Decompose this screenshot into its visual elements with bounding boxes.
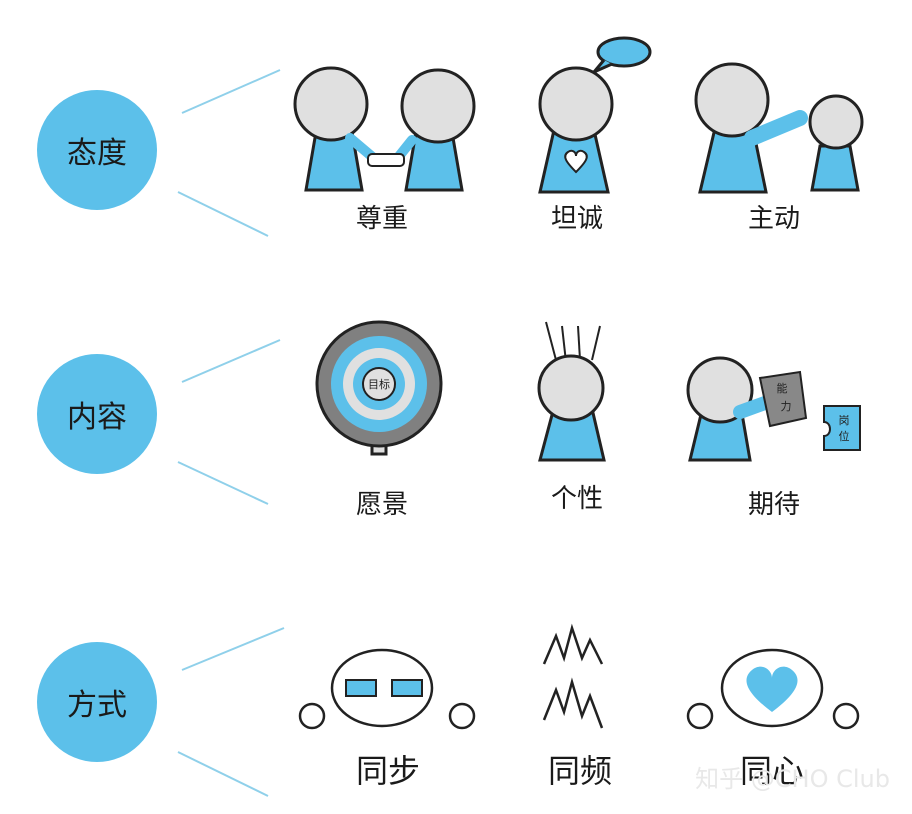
item-vision-label: 愿景 xyxy=(355,490,408,520)
item-sync-label: 同步 xyxy=(355,752,420,790)
same-frequency-icon xyxy=(542,623,604,729)
puzzle-right-text-1: 岗 xyxy=(839,414,850,427)
category-attitude-label: 态度 xyxy=(67,136,127,171)
puzzle-left-text-2: 力 xyxy=(781,400,792,413)
same-heart-icon xyxy=(686,648,860,730)
sincerity-icon xyxy=(538,36,652,194)
vision-target-icon: 目标 xyxy=(315,320,443,456)
connector-lines xyxy=(177,69,285,797)
item-respect-label: 尊重 xyxy=(355,204,408,234)
item-expectation-label: 期待 xyxy=(747,490,800,520)
expectation-icon: 能 力 岗 位 xyxy=(686,356,861,462)
respect-icon xyxy=(293,66,476,192)
category-attitude: 态度 xyxy=(37,90,157,210)
category-method-label: 方式 xyxy=(67,688,127,723)
category-method: 方式 xyxy=(37,642,157,762)
puzzle-left-text-1: 能 xyxy=(777,381,788,395)
item-frequency-label: 同频 xyxy=(547,752,612,790)
sync-icon xyxy=(298,648,476,730)
target-center-text: 目标 xyxy=(368,377,390,391)
personality-icon xyxy=(537,321,606,462)
item-sincerity-label: 坦诚 xyxy=(550,204,603,234)
initiative-icon xyxy=(694,62,864,194)
item-initiative-label: 主动 xyxy=(747,204,800,234)
item-same-heart-label: 同心 xyxy=(739,752,804,790)
item-personality-label: 个性 xyxy=(550,484,603,514)
puzzle-right-text-2: 位 xyxy=(839,429,850,443)
watermark: 知乎 @CHO Club xyxy=(695,765,890,793)
category-content-label: 内容 xyxy=(67,400,127,435)
category-content: 内容 xyxy=(37,354,157,474)
